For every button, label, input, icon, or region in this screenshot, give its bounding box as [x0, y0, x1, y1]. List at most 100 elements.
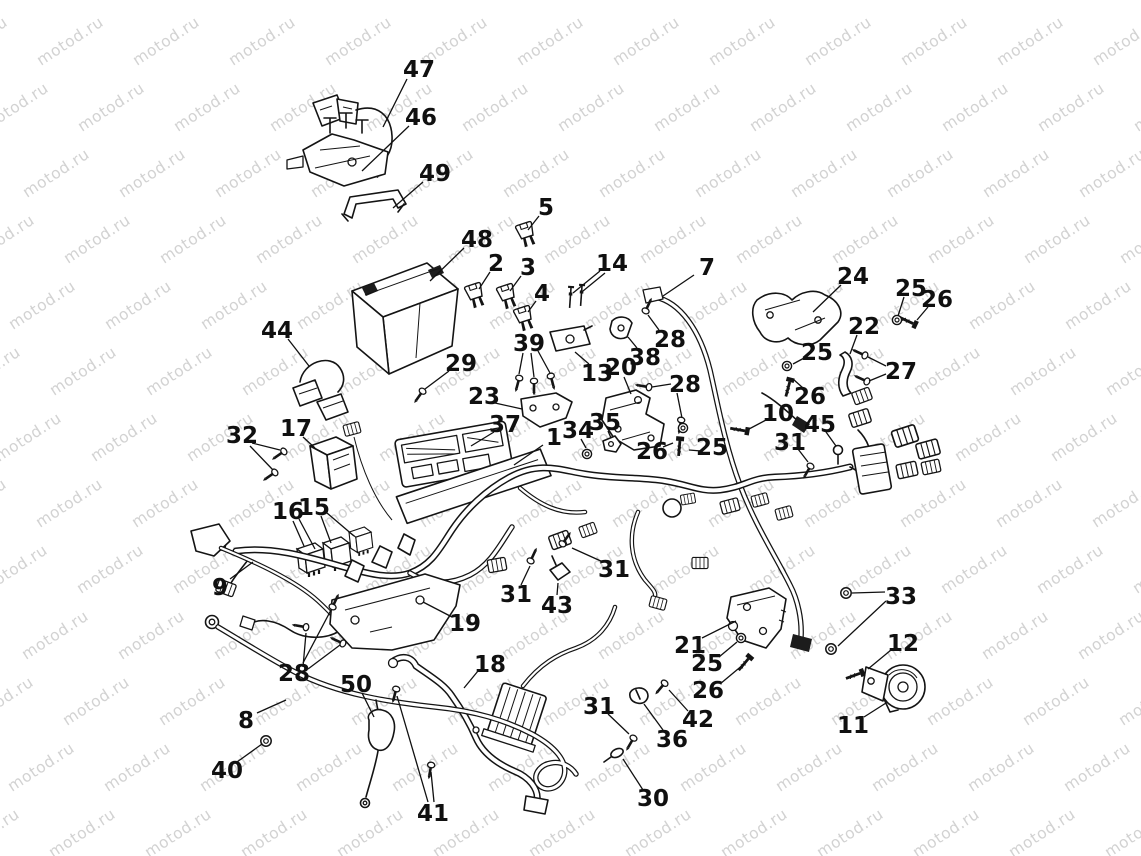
part-19-bracket [329, 533, 461, 651]
part-label-16: 16 [272, 499, 304, 525]
part-label-46: 46 [405, 105, 437, 131]
watermark-text: motod.ru [1089, 13, 1141, 69]
watermark-text: motod.ru [650, 79, 723, 135]
watermark-text: motod.ru [1034, 79, 1107, 135]
watermark-text: motod.ru [813, 805, 886, 856]
part-label-32: 32 [226, 423, 258, 449]
bolt-26 [734, 651, 756, 675]
leader-line-46 [361, 125, 410, 172]
watermark-text: motod.ru [18, 607, 91, 663]
leader-line-25 [897, 296, 905, 317]
watermark-text: motod.ru [458, 79, 531, 135]
part-label-47: 47 [403, 57, 435, 83]
watermark-text: motod.ru [252, 211, 325, 267]
watermark-text: motod.ru [718, 343, 791, 399]
watermark-text: motod.ru [787, 145, 860, 201]
watermark-text: motod.ru [237, 805, 310, 856]
part-20-bracket [601, 389, 665, 451]
part-label-38: 38 [629, 345, 661, 371]
watermark-text: motod.ru [46, 343, 119, 399]
nut-33 [825, 643, 837, 655]
leader-line-1 [513, 444, 544, 466]
part-50-boot [359, 699, 396, 809]
leader-line-28 [651, 383, 672, 388]
watermark-text: motod.ru [732, 211, 805, 267]
leader-line-34 [580, 438, 587, 449]
leader-line-18 [463, 670, 479, 689]
watermark-text: motod.ru [649, 541, 722, 597]
part-label-24: 24 [837, 264, 869, 290]
part-label-10: 10 [762, 401, 794, 427]
part-label-30: 30 [637, 786, 669, 812]
watermark-text: motod.ru [210, 607, 283, 663]
leader-line-5 [527, 215, 540, 231]
leader-line-25 [718, 641, 738, 658]
leader-line-45 [825, 431, 837, 447]
part-label-19: 19 [449, 611, 481, 637]
watermark-text: motod.ru [88, 0, 161, 3]
leader-line-14 [572, 270, 601, 294]
watermark-text: motod.ru [705, 13, 778, 69]
leader-line-25 [792, 356, 807, 365]
part-label-41: 41 [417, 801, 449, 827]
leader-line-39 [530, 352, 535, 378]
leader-line-2 [478, 271, 491, 290]
part-label-23: 23 [468, 384, 500, 410]
part-label-26: 26 [636, 439, 668, 465]
watermark-text: motod.ru [155, 673, 228, 729]
watermark-text: motod.ru [60, 211, 133, 267]
watermark-text: motod.ru [321, 13, 394, 69]
watermark-text: motod.ru [717, 805, 790, 856]
watermark-text: motod.ru [0, 409, 65, 465]
part-label-5: 5 [538, 195, 554, 221]
part-44-jumper-lead [292, 359, 349, 421]
part-label-8: 8 [238, 708, 254, 734]
leader-line-32 [251, 442, 281, 451]
part-48-battery [351, 262, 459, 375]
leader-line-15 [326, 512, 355, 537]
watermark-text: motod.ru [101, 277, 174, 333]
part-label-44: 44 [261, 318, 293, 344]
watermark-text: motod.ru [937, 541, 1010, 597]
watermark-text: motod.ru [772, 739, 845, 795]
part-7-cable [642, 286, 812, 652]
part-label-26: 26 [794, 384, 826, 410]
watermark-text: motod.ru [5, 277, 78, 333]
part-label-31: 31 [583, 694, 615, 720]
part-label-50: 50 [340, 672, 372, 698]
leader-line-39 [518, 352, 524, 375]
leader-line-26 [916, 306, 929, 321]
watermark-text: motod.ru [1074, 607, 1141, 663]
leader-line-35 [607, 430, 612, 439]
leader-line-21 [701, 620, 737, 639]
part-38-clamp [609, 316, 633, 340]
watermark-text: motod.ru [0, 805, 23, 856]
leader-line-17 [302, 436, 316, 449]
leader-line-49 [392, 181, 424, 209]
watermark-text: motod.ru [760, 0, 833, 3]
leader-line-20 [623, 376, 632, 395]
watermark-text: motod.ru [964, 739, 1037, 795]
watermark-text: motod.ru [0, 475, 10, 531]
watermark-text: motod.ru [32, 475, 105, 531]
watermark-text: motod.ru [333, 805, 406, 856]
watermark-text: motod.ru [292, 739, 365, 795]
watermark-text: motod.ru [114, 607, 187, 663]
part-label-25: 25 [895, 276, 927, 302]
leader-line-3 [509, 275, 522, 292]
watermark-text: motod.ru [951, 409, 1024, 465]
screw-39 [510, 373, 525, 395]
watermark-text: motod.ru [897, 13, 970, 69]
watermark-text: motod.ru [1116, 211, 1141, 267]
watermark-text: motod.ru [1061, 277, 1134, 333]
watermark-text: motod.ru [184, 0, 257, 3]
part-8-battery-cable [204, 614, 579, 792]
part-label-39: 39 [513, 331, 545, 357]
part-label-37: 37 [489, 412, 521, 438]
part-label-12: 12 [887, 631, 919, 657]
part-label-11: 11 [837, 713, 869, 739]
watermark-text: motod.ru [197, 277, 270, 333]
watermark-text: motod.ru [348, 211, 421, 267]
leader-line-8 [256, 699, 287, 714]
